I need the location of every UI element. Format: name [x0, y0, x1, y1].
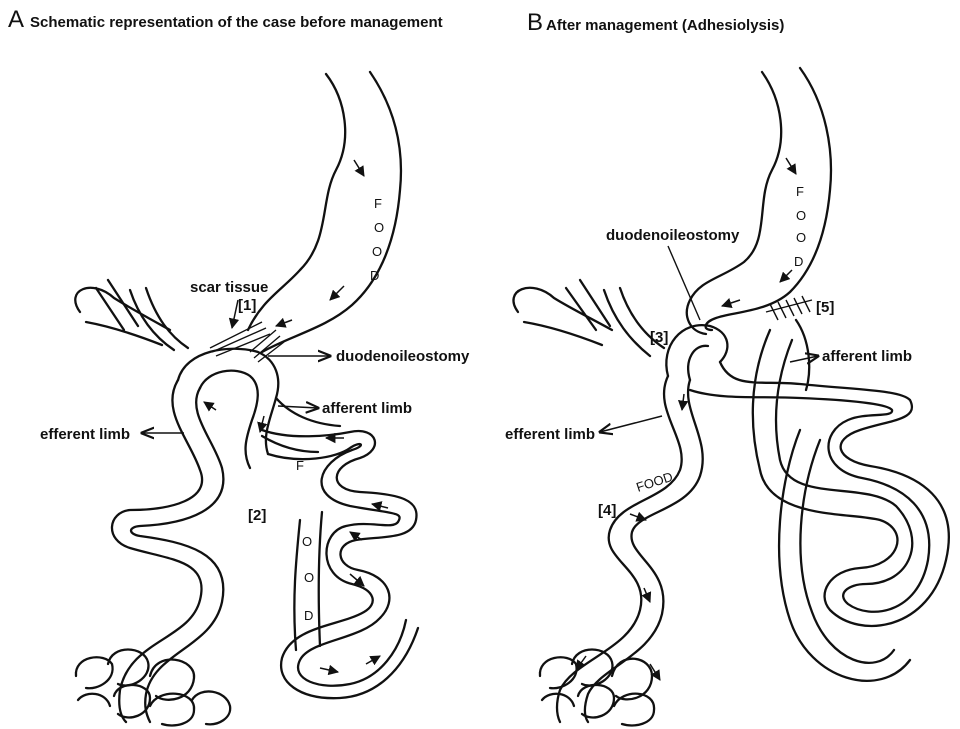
label-efferent-limb-b: efferent limb	[505, 426, 595, 443]
food-letter: F	[374, 196, 382, 211]
panel-b-anastomosis-loop	[666, 325, 727, 376]
panel-a-title: Schematic representation of the case bef…	[30, 14, 443, 31]
food-letter: O	[302, 534, 312, 549]
panel-b-bowel-drawing	[513, 68, 948, 722]
panel-b: B After management (Adhesiolysis)	[505, 9, 949, 725]
panel-b-title: After management (Adhesiolysis)	[546, 17, 784, 34]
food-letter: O	[372, 244, 382, 259]
afferent-limb-pointer	[278, 406, 318, 408]
panel-a-bowel-drawing	[75, 72, 418, 722]
panel-b-food-word: FOOD	[634, 469, 674, 495]
panel-a-afferent-limb-outer	[262, 430, 417, 686]
label-duodenoileostomy: duodenoileostomy	[336, 348, 470, 365]
food-letter: F	[296, 458, 304, 473]
panel-a-food-stomach: F O O D	[370, 196, 384, 283]
food-letter: D	[370, 268, 379, 283]
food-letter: F	[796, 184, 804, 199]
food-letter: O	[304, 570, 314, 585]
panel-b-afferent-limb-outer	[720, 330, 949, 626]
panel-a-afferent-limb-inner	[268, 444, 418, 698]
label-duodenoileostomy-b: duodenoileostomy	[606, 227, 740, 244]
label-marker-2: [2]	[248, 507, 266, 524]
label-marker-1: [1]	[238, 297, 256, 314]
label-scar-tissue: scar tissue	[190, 279, 268, 296]
label-marker-5: [5]	[816, 299, 834, 316]
duodenoileostomy-b-pointer	[668, 246, 700, 320]
panel-b-letter: B	[527, 9, 543, 36]
food-letter: D	[304, 608, 313, 623]
food-letter: D	[794, 254, 803, 269]
panel-a-colon	[76, 650, 230, 726]
food-letter: O	[796, 208, 806, 223]
panel-b-stomach-outer	[687, 72, 781, 334]
label-marker-4: [4]	[598, 502, 616, 519]
label-marker-3: [3]	[650, 329, 668, 346]
panel-a-efferent-limb-inner	[131, 388, 223, 722]
scar-tissue-pointer	[232, 300, 238, 328]
label-efferent-limb: efferent limb	[40, 426, 130, 443]
label-afferent-limb-b: afferent limb	[822, 348, 912, 365]
panel-a-anastomosis-loop	[178, 349, 278, 454]
panel-b-staple-hatch	[766, 296, 812, 320]
panel-a: A Schematic representation of the case b…	[8, 6, 470, 725]
panel-b-stomach-inner	[706, 68, 831, 330]
panel-b-food-stomach: F O O D	[794, 184, 806, 269]
food-letter: O	[374, 220, 384, 235]
panel-a-letter: A	[8, 6, 24, 33]
afferent-limb-b-pointer	[790, 356, 818, 362]
efferent-limb-b-pointer	[600, 416, 662, 432]
label-afferent-limb: afferent limb	[322, 400, 412, 417]
panel-a-stomach-inner	[262, 72, 401, 352]
food-letter: O	[796, 230, 806, 245]
